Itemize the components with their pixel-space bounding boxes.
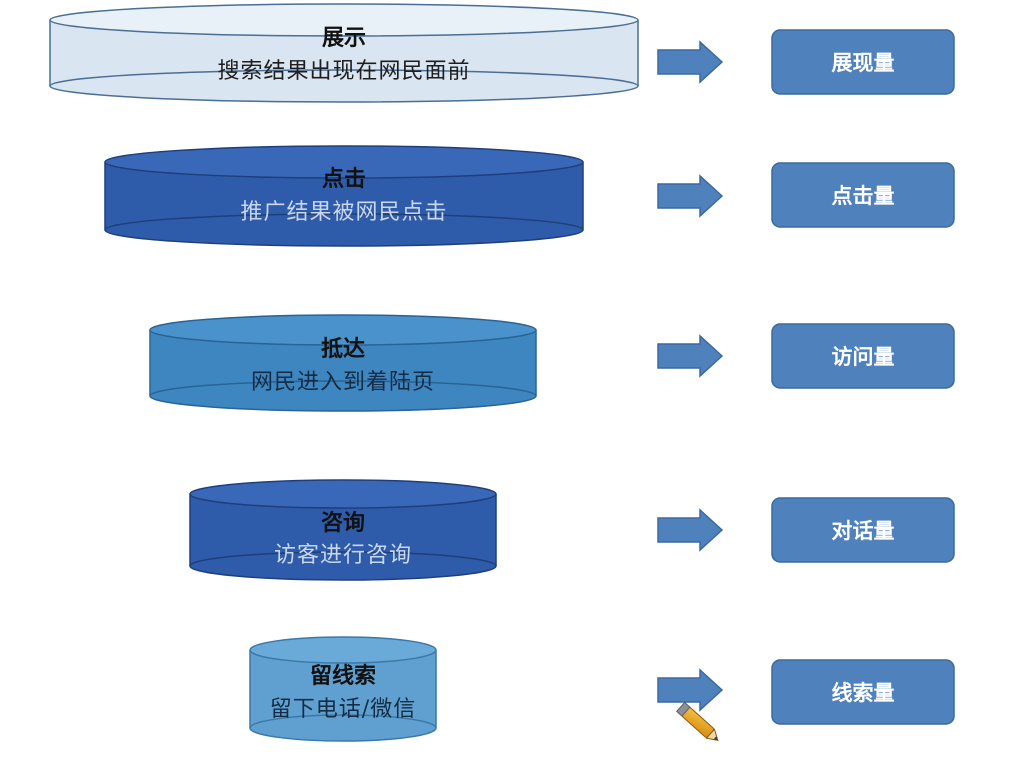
pencil-icon — [675, 701, 719, 742]
metric-3: 访问量 — [771, 323, 955, 389]
stage-3-title: 抵达 — [321, 337, 365, 362]
stage-4-title: 咨询 — [321, 510, 365, 536]
metric-4-box — [771, 497, 955, 563]
metric-2: 点击量 — [771, 162, 955, 228]
metric-4: 对话量 — [771, 497, 955, 563]
stage-4-cylinder: 咨询 访客进行咨询 — [189, 479, 497, 581]
metric-1: 展现量 — [771, 29, 955, 95]
metric-2-box — [771, 162, 955, 228]
metric-3-label: 访问量 — [832, 345, 895, 369]
stage-3-top-rim — [149, 314, 537, 346]
metric-5-label: 线索量 — [832, 681, 895, 705]
stage-3-bottom-rim — [149, 380, 537, 412]
pencil-lead — [713, 736, 718, 741]
stage-5-bottom-rim — [249, 714, 437, 742]
stage-5-title: 留线索 — [310, 663, 376, 689]
stage-1-title: 展示 — [322, 26, 366, 51]
stage-2-top-rim — [104, 145, 584, 179]
stage-5-desc: 留下电话/微信 — [270, 697, 416, 722]
stage-1-bottom-rim — [49, 69, 639, 103]
arrow-right-icon — [657, 668, 724, 712]
stage-4-desc: 访客进行咨询 — [274, 543, 412, 568]
metric-2-label: 点击量 — [832, 184, 895, 208]
stage-5-cylinder: 留线索 留下电话/微信 — [249, 636, 437, 742]
arrow-right-icon — [657, 334, 724, 378]
stage-5-top-rim — [249, 636, 437, 664]
stage-2-cylinder: 点击 推广结果被网民点击 — [104, 145, 584, 247]
stage-2-desc: 推广结果被网民点击 — [240, 200, 447, 225]
stage-3-cylinder: 抵达 网民进入到着陆页 — [149, 314, 537, 412]
stage-3-desc: 网民进入到着陆页 — [251, 370, 435, 395]
stage-4-top-rim — [189, 479, 497, 509]
arrow-right-icon — [657, 174, 724, 218]
metric-5: 线索量 — [771, 659, 955, 725]
metric-5-box — [771, 659, 955, 725]
pencil-ferrule — [675, 701, 691, 717]
metric-1-label: 展现量 — [832, 51, 895, 75]
metric-3-box — [771, 323, 955, 389]
arrow-right-icon — [657, 40, 724, 84]
stage-1-cylinder: 展示 搜索结果出现在网民面前 — [49, 3, 639, 103]
arrow-right-icon — [657, 508, 724, 552]
stage-2-title: 点击 — [322, 166, 366, 192]
metric-4-label: 对话量 — [832, 519, 895, 543]
stage-1-desc: 搜索结果出现在网民面前 — [217, 59, 470, 84]
stage-4-bottom-rim — [189, 551, 497, 581]
metric-1-box — [771, 29, 955, 95]
arrows — [657, 40, 724, 712]
stage-1-top-rim — [49, 3, 639, 37]
stage-2-bottom-rim — [104, 213, 584, 247]
